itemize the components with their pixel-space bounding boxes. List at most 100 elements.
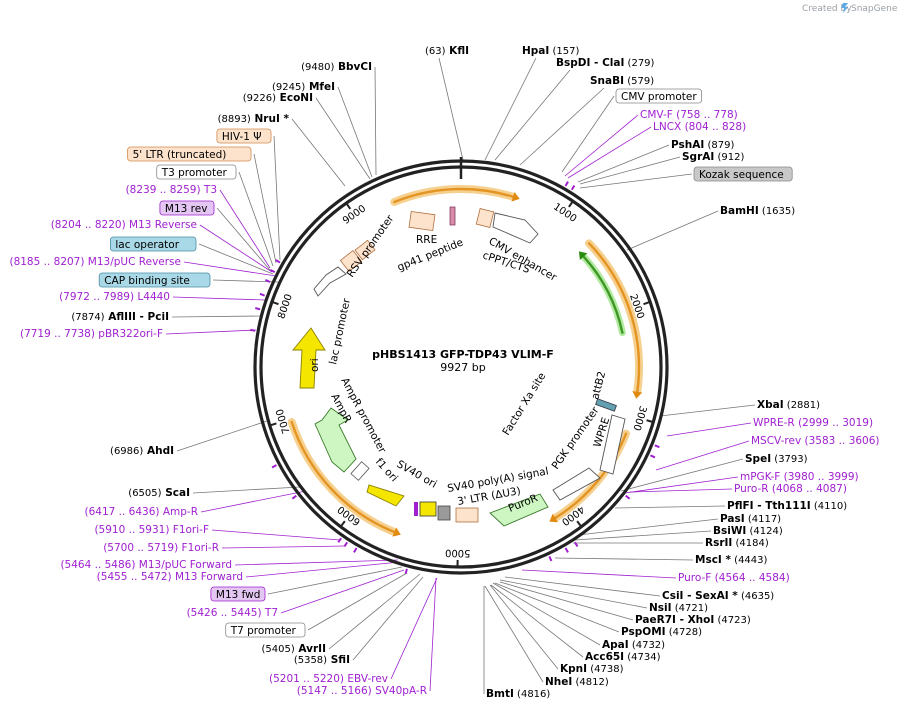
magenta-box [414,502,418,516]
puror-arrow [489,493,549,527]
arc-arrowhead [549,513,558,523]
primer-label: (5455 .. 5472) M13 Forward [97,571,243,583]
enzyme-label: KpnI (4738) [560,663,624,675]
enzyme-label: (6986) AhdI [110,445,174,457]
leader-line [328,573,421,650]
feature-label: lac operator [115,239,179,251]
feature-factor-xa-site: Factor Xa site [500,371,548,438]
leader-line [198,243,274,275]
primer-site-mark [654,444,660,449]
leader-line [577,144,670,183]
leader-line [200,490,307,513]
primer-label: MSCV-rev (3583 .. 3606) [751,435,880,447]
primer-site-mark [404,568,408,574]
leader-line [337,86,373,178]
primer-site-mark [250,328,256,332]
leader-line [216,207,271,271]
snapgene-brand: SnapGene [851,4,898,14]
primer-label: (5464 .. 5486) M13/pUC Forward [60,559,232,571]
tick-mark [643,301,650,306]
rsv-box-2 [339,249,363,273]
feature-label: T7 promoter [230,625,297,637]
enzyme-label: BamHI (1635) [720,205,795,217]
enzyme-label: PasI (4117) [720,513,781,525]
leader-line [238,171,274,267]
feature-label: M13 rev [165,203,208,215]
feature-label-box [98,272,211,288]
rre-box [408,210,436,232]
leader-line [499,579,648,609]
primer-site-mark [255,307,261,311]
wpre-arrow [599,414,626,475]
feature-label-box [216,128,272,144]
pgk-arrow [552,467,601,501]
credit-prefix: Created by [802,4,852,14]
enzyme-label: Acc65I (4734) [585,651,661,663]
rsv-arrow [313,266,347,297]
feature-label: HIV-1 Ψ [222,131,262,143]
primer-site-mark [564,181,569,187]
leader-line [579,173,693,189]
tick-mark [576,520,582,527]
leader-line [253,153,277,264]
tick-mark [270,422,277,427]
leader-line [577,518,719,536]
ampr-arrow [314,407,357,473]
enzyme-label: SpeI (3793) [745,453,808,465]
primer-site-mark [265,279,271,283]
leader-line [438,57,464,161]
enzyme-label: (8893) NruI * [218,113,290,125]
leader-line [172,296,266,301]
cmv-enhancer-arrow [492,212,539,244]
tick-label: 3000 [631,404,649,431]
sv40-ori-box [419,501,437,517]
primer-site-mark [625,494,631,500]
leader-line [484,585,544,683]
leader-line [307,572,408,631]
leader-line [564,114,639,177]
primer-label: mPGK-F (3980 .. 3999) [740,471,859,483]
primer-label: WPRE-R (2999 .. 3019) [753,417,873,429]
feature-rre: RRE [416,234,437,246]
leader-line [655,440,750,471]
enzyme-label: (6505) ScaI [128,487,190,499]
primer-label: (5910 .. 5931) F1ori-F [94,524,209,536]
leader-line [221,545,346,549]
plasmid-length: 9927 bp [440,361,485,374]
orange-arc-lower [554,432,628,520]
primer-label: (8204 .. 8220) M13 Reverse [51,219,197,231]
primer-site-mark [649,454,656,459]
tick-mark [568,201,574,208]
enzyme-label: (7874) AflIII - PciI [71,311,169,323]
green-arc-right [582,255,624,334]
leader-line [429,577,437,692]
feature-label: 5' LTR (truncated) [133,149,227,161]
primer-label: (5700 .. 5719) F1ori-R [103,542,219,554]
leader-line [629,488,733,493]
enzyme-label: MscI * (4443) [695,554,768,566]
primer-label: CMV-F (758 .. 778) [640,109,738,121]
leader-line [390,577,438,680]
primer-label: Puro-R (4068 .. 4087) [734,483,847,495]
ori-arrow [292,327,326,389]
primer-label: (7972 .. 7989) L4440 [59,291,170,303]
cmv-box-left [475,208,495,228]
enzyme-label: PshAI (879) [671,139,734,151]
enzyme-label: BspDI - ClaI (279) [556,57,655,69]
leader-line [267,566,403,595]
leader-line [492,582,601,646]
tick-label: 5000 [445,547,471,558]
feature-sv40-ori: SV40 ori [395,458,439,491]
leader-line [273,135,281,261]
enzyme-label: PaeR7I - XhoI (4723) [635,614,751,626]
leader-line [521,569,677,579]
leader-line [490,584,584,658]
primer-site-mark [570,184,576,191]
primer-label: (6417 .. 6436) Amp-R [85,506,199,518]
enzyme-label: (9480) BbvCI [301,61,372,73]
enzyme-label: (9245) MfeI [272,81,335,93]
tick-label: 8000 [276,293,295,321]
feature-label-box [693,166,793,182]
feature-ori: ori [309,358,321,372]
primer-site-mark [291,494,297,500]
